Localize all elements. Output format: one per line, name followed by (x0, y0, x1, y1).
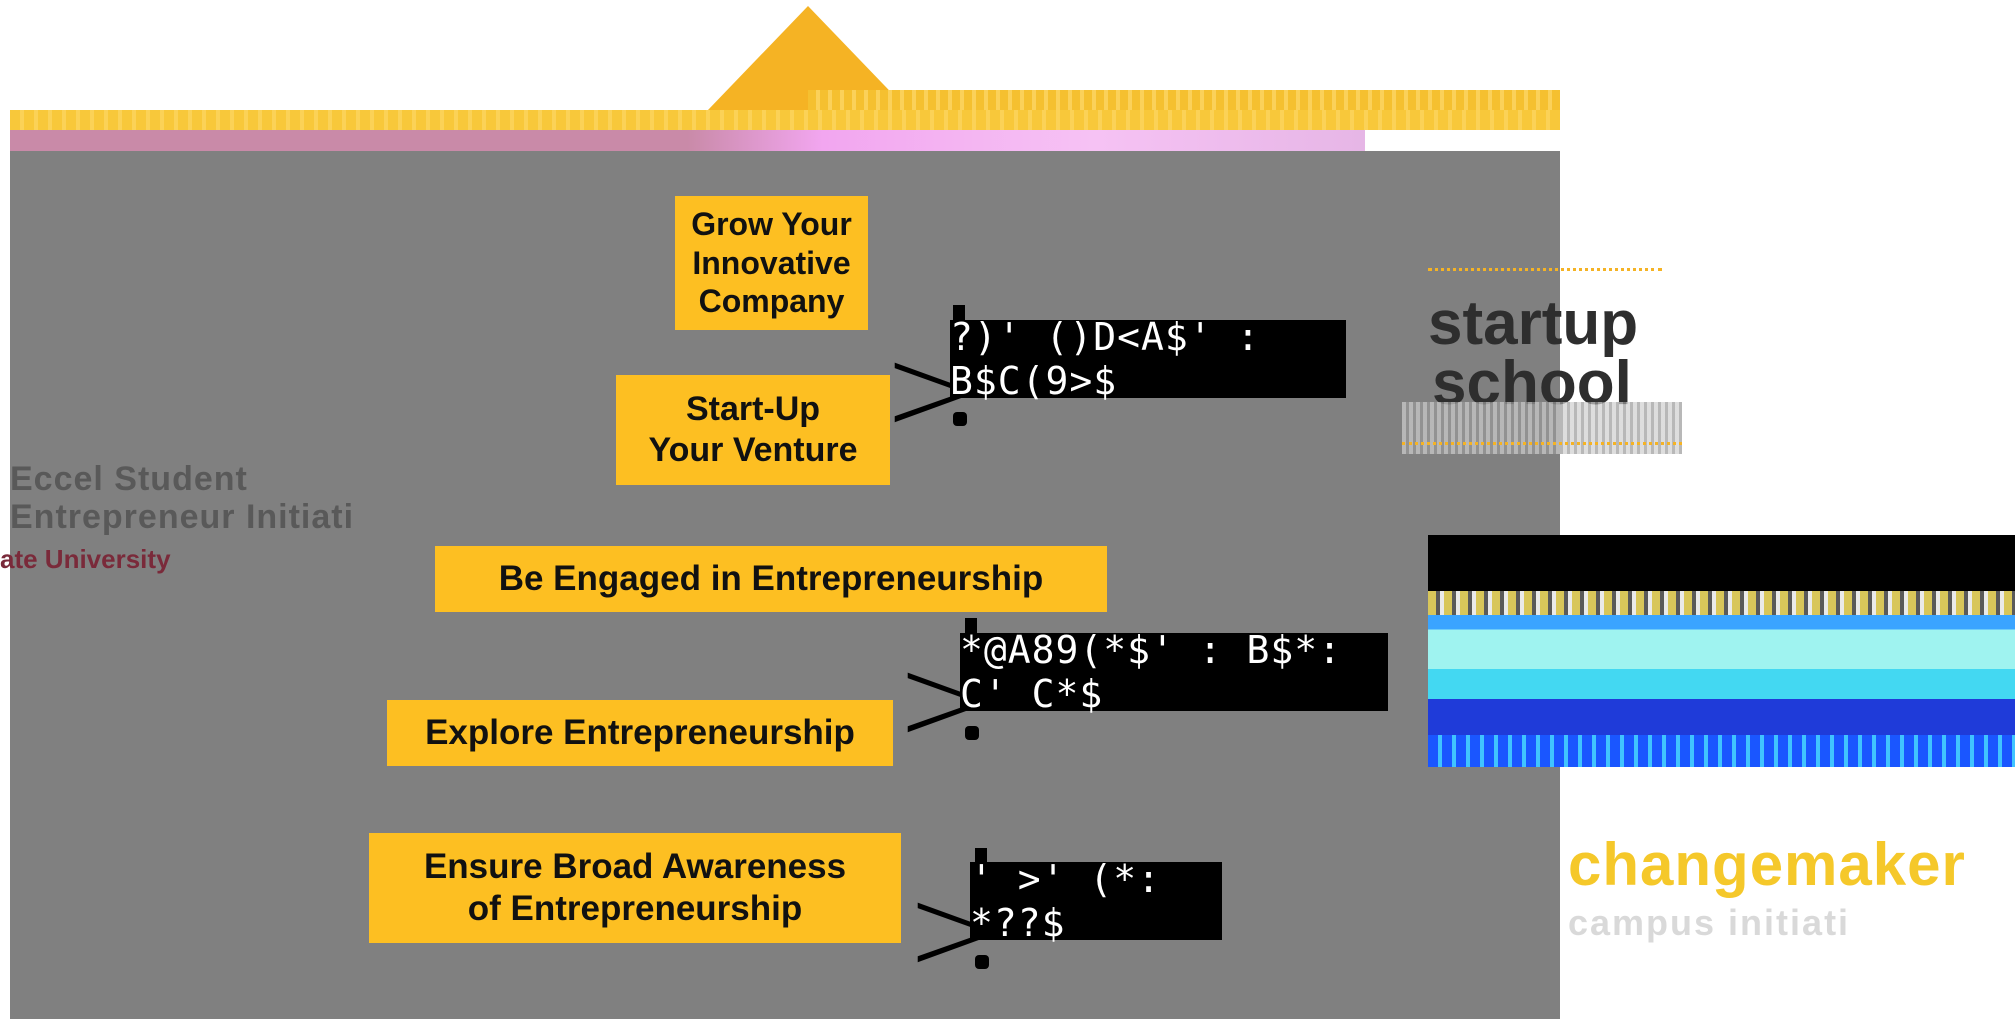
initiative-logo: Eccel Student Entrepreneur Initiati ate … (0, 460, 380, 580)
program-box-3: ' >' (*: *??$ (970, 857, 1222, 945)
program-label-1: ?)' ()D<A$' : B$C(9>$ (950, 315, 1261, 403)
dot-1 (953, 412, 967, 426)
logo-line-2: Entrepreneur Initiati (10, 498, 355, 536)
grow-company-box: Grow Your Innovative Company (675, 196, 868, 330)
explore-label: Explore Entrepreneurship (425, 713, 855, 752)
bracket-1 (953, 305, 965, 323)
dot-3 (975, 955, 989, 969)
awareness-box: Ensure Broad Awareness of Entrepreneursh… (369, 833, 901, 943)
changemaker-logo-sub: campus initiati (1568, 902, 1851, 943)
startup-venture-box: Start-Up Your Venture (616, 375, 890, 485)
program-image (1428, 535, 2015, 767)
explore-box: Explore Entrepreneurship (387, 700, 893, 766)
be-engaged-label: Be Engaged in Entrepreneurship (498, 559, 1044, 598)
awareness-label: Ensure Broad Awareness of Entrepreneursh… (423, 847, 847, 928)
bracket-3 (975, 848, 987, 866)
header-bar-pink (10, 130, 1365, 151)
program-box-2: *@A89(*$' : B$*: C' C*$ (960, 628, 1388, 716)
program-label-2: *@A89(*$' : B$*: C' C*$ (960, 628, 1343, 716)
bracket-2 (965, 618, 977, 636)
logo-line-3: ate University (0, 544, 171, 574)
changemaker-logo-word: changemaker (1568, 831, 1966, 898)
startup-school-divider-bottom (1402, 442, 1682, 445)
be-engaged-box: Be Engaged in Entrepreneurship (435, 546, 1107, 612)
dot-2 (965, 726, 979, 740)
startup-school-word-1: startup (1428, 289, 1639, 358)
header-bar-upper (808, 90, 1560, 110)
startup-school-divider-top (1428, 268, 1662, 271)
program-box-1: ?)' ()D<A$' : B$C(9>$ (950, 315, 1346, 403)
grow-company-label: Grow Your Innovative Company (691, 206, 852, 320)
image-bottom-band (1428, 735, 2015, 767)
header-bar (10, 110, 1560, 130)
image-color-band (1428, 615, 2015, 735)
program-label-3: ' >' (*: *??$ (970, 857, 1162, 945)
logo-line-1: Eccel Student (10, 460, 248, 498)
startup-school-texture (1402, 402, 1682, 454)
startup-venture-label: Start-Up Your Venture (648, 390, 858, 469)
